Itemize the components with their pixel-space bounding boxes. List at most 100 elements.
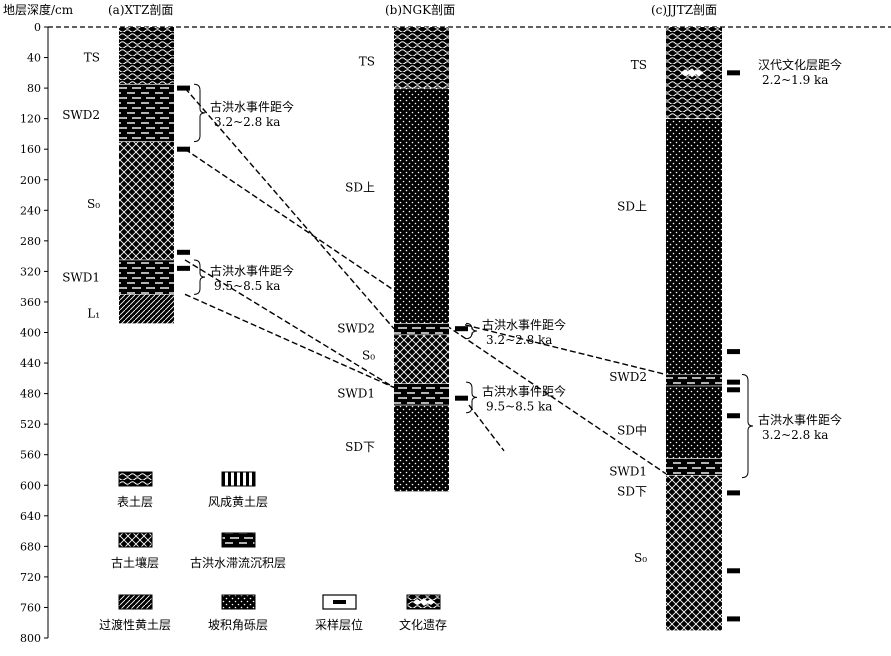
legend-swatch bbox=[118, 471, 153, 487]
event-note-line1: 古洪水事件距今 bbox=[210, 263, 294, 278]
layer-label: SWD2 bbox=[337, 322, 375, 336]
axis-tick-label: 400 bbox=[20, 327, 41, 340]
event-note-line2: 3.2~2.8 ka bbox=[762, 428, 828, 442]
layer-paleosol bbox=[666, 475, 722, 631]
axis-tick-label: 120 bbox=[20, 113, 41, 126]
event-note-line1: 汉代文化层距今 bbox=[758, 57, 842, 72]
legend-item-loess: 风成黄土层 bbox=[208, 471, 268, 509]
layer-label: S₀ bbox=[87, 197, 100, 211]
axis-tick-label: 720 bbox=[20, 571, 41, 584]
layer-label: SWD2 bbox=[609, 370, 647, 384]
legend-culture-mark bbox=[413, 598, 435, 606]
layer-paleosol bbox=[394, 334, 449, 384]
axis-tick-label: 360 bbox=[20, 296, 41, 309]
layer-label: S₀ bbox=[634, 551, 647, 565]
layer-flood bbox=[394, 383, 449, 406]
axis-tick-label: 560 bbox=[20, 449, 41, 462]
axis-tick-label: 40 bbox=[27, 52, 41, 65]
axis-tick-label: 480 bbox=[20, 388, 41, 401]
layer-label: SWD1 bbox=[337, 387, 375, 401]
layer-label: TS bbox=[359, 54, 375, 68]
layer-colluvial bbox=[666, 385, 722, 459]
axis-ticks: 0408012016020024028032036040044048052056… bbox=[20, 21, 48, 645]
sample-marker bbox=[727, 387, 740, 393]
sample-marker bbox=[177, 265, 190, 271]
brace bbox=[741, 374, 754, 479]
legend-sample-mark bbox=[333, 600, 346, 604]
layer-colluvial bbox=[394, 88, 449, 324]
legend-label: 过渡性黄土层 bbox=[99, 617, 171, 632]
sample-marker bbox=[727, 349, 740, 355]
legend-item-transitional: 过渡性黄土层 bbox=[99, 594, 171, 632]
layer-flood bbox=[394, 323, 449, 335]
legend-label: 古洪水滞流沉积层 bbox=[190, 555, 286, 570]
layer-label: L₁ bbox=[87, 306, 100, 320]
sample-marker bbox=[727, 413, 740, 419]
sample-marker bbox=[177, 146, 190, 152]
sample-marker bbox=[727, 616, 740, 622]
event-note-line2: 3.2~2.8 ka bbox=[214, 115, 280, 129]
legend-item-paleosol: 古土壤层 bbox=[111, 532, 159, 570]
legend-item-topsoil: 表土层 bbox=[117, 471, 153, 509]
axis-tick-label: 680 bbox=[20, 540, 41, 553]
layer-label: SD中 bbox=[617, 422, 647, 437]
axis-tick-label: 80 bbox=[27, 82, 41, 95]
layer-flood bbox=[666, 374, 722, 386]
layer-label: SD上 bbox=[345, 180, 375, 194]
layer-label: SD上 bbox=[617, 199, 647, 213]
section-title-xtz: (a)XTZ剖面 bbox=[108, 3, 173, 17]
section-title-jjtz: (c)JJTZ剖面 bbox=[651, 3, 717, 17]
brace bbox=[465, 381, 478, 414]
sample-marker bbox=[455, 326, 468, 332]
layer-label: SD下 bbox=[617, 484, 647, 498]
axis-title: 地层深度/cm bbox=[3, 2, 74, 17]
sample-marker bbox=[177, 85, 190, 91]
correlation-line bbox=[184, 293, 395, 389]
legend: 表土层 风成黄土层古土壤层 古洪水滞流沉积层过渡性黄土层 坡积角砾层采样层位 文化遗存 bbox=[99, 471, 447, 632]
layer-colluvial bbox=[394, 405, 449, 492]
event-note-line2: 2.2~1.9 ka bbox=[762, 73, 828, 87]
axis-tick-label: 320 bbox=[20, 265, 41, 278]
axis-tick-label: 160 bbox=[20, 143, 41, 156]
legend-item-flood: 古洪水滞流沉积层 bbox=[190, 532, 286, 570]
event-note-line1: 古洪水事件距今 bbox=[482, 383, 566, 398]
layer-label: SWD2 bbox=[62, 108, 100, 122]
sample-marker bbox=[727, 568, 740, 574]
layer-flood bbox=[666, 458, 722, 476]
sample-marker bbox=[727, 70, 740, 76]
legend-label: 采样层位 bbox=[315, 617, 363, 632]
legend-label: 表土层 bbox=[117, 495, 153, 509]
event-note-line2: 9.5~8.5 ka bbox=[486, 399, 552, 413]
layer-label: TS bbox=[84, 51, 100, 65]
legend-item-sample: 采样层位 bbox=[315, 594, 363, 632]
legend-label: 古土壤层 bbox=[111, 555, 159, 570]
depth-axis: 地层深度/cm 04080120160200240280320360400440… bbox=[3, 2, 891, 645]
axis-tick-label: 0 bbox=[34, 21, 41, 34]
layer-label: SD下 bbox=[345, 440, 375, 454]
layer-label: SWD1 bbox=[609, 465, 647, 479]
sample-marker bbox=[727, 490, 740, 496]
axis-tick-label: 640 bbox=[20, 510, 41, 523]
layer-label: SWD1 bbox=[62, 271, 100, 285]
legend-swatch bbox=[221, 471, 256, 487]
legend-label: 风成黄土层 bbox=[208, 495, 268, 509]
brace bbox=[193, 259, 206, 295]
legend-item-colluvial: 坡积角砾层 bbox=[208, 594, 268, 632]
layer-label: S₀ bbox=[362, 348, 375, 362]
layer-label: TS bbox=[631, 58, 647, 72]
layer-transitional bbox=[119, 294, 174, 324]
sample-marker bbox=[177, 249, 190, 255]
axis-tick-label: 240 bbox=[20, 204, 41, 217]
axis-tick-label: 800 bbox=[20, 632, 41, 645]
sample-marker bbox=[727, 379, 740, 385]
legend-swatch bbox=[221, 594, 256, 610]
brace bbox=[465, 322, 478, 340]
legend-swatch bbox=[221, 532, 256, 548]
legend-label: 文化遗存 bbox=[399, 617, 447, 632]
event-note-line2: 3.2~2.8 ka bbox=[486, 333, 552, 347]
axis-tick-label: 200 bbox=[20, 174, 41, 187]
